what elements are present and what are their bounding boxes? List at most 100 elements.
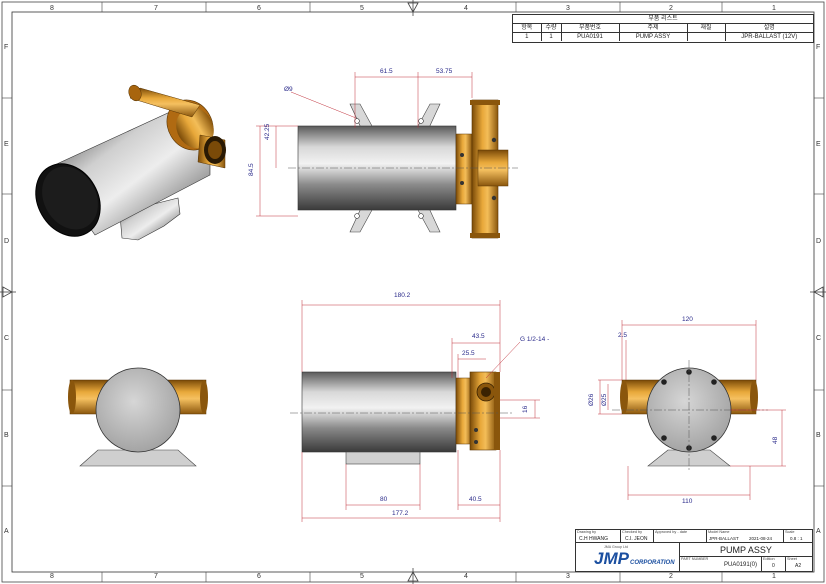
zone-label-top-1: 1 xyxy=(772,5,776,12)
dim-top-42-25: 42.25 xyxy=(264,123,271,140)
zone-label-right-C: C xyxy=(816,335,822,342)
dim-top-61-5: 61.5 xyxy=(380,68,393,75)
zone-label-left-D: D xyxy=(4,238,10,245)
zone-label-right-E: E xyxy=(816,141,821,148)
table-row: 1 1 PUA0191 PUMP ASSY JPR-BALLAST (12V) xyxy=(513,32,813,41)
parts-header-material: 재질 xyxy=(687,24,726,33)
zone-label-bottom-8: 8 xyxy=(50,573,54,580)
parts-header-qty: 수량 xyxy=(541,24,562,33)
dim-side-120: 120 xyxy=(682,316,693,323)
parts-list-header-row: 항목 수량 부품번호 주제 재질 설명 xyxy=(513,24,813,33)
parts-cell-description: JPR-BALLAST (12V) xyxy=(741,34,798,40)
dim-side-dia25: Ø25 xyxy=(601,393,608,406)
dim-side-48: 48 xyxy=(772,436,779,444)
dim-front-16: 16 xyxy=(522,405,529,413)
dim-front-43-5: 43.5 xyxy=(472,333,485,340)
tb-edition-label: Edition xyxy=(763,557,775,561)
zone-label-left-A: A xyxy=(4,528,9,535)
zone-label-bottom-5: 5 xyxy=(360,573,364,580)
zone-label-left-B: B xyxy=(4,432,9,439)
parts-cell-material xyxy=(687,32,726,41)
zone-label-bottom-3: 3 xyxy=(566,573,570,580)
tb-logo-tagline: JMA Group Ltd xyxy=(604,545,628,549)
tb-logo-sub: CORPORATION xyxy=(630,560,675,566)
tb-checked-by-cell: Checked by C.I. JEON xyxy=(621,530,654,543)
zone-label-top-3: 3 xyxy=(566,5,570,12)
right-end-view xyxy=(598,320,786,500)
dim-top-hole: Ø9 xyxy=(284,86,293,93)
zone-label-bottom-4: 4 xyxy=(464,573,468,580)
tb-part-number-label: PART NUMBER xyxy=(681,557,709,561)
title-block: Drawing by C.H HWANG Checked by C.I. JEO… xyxy=(575,529,813,572)
tb-checked-by: C.I. JEON xyxy=(625,536,648,542)
zone-label-right-D: D xyxy=(816,238,822,245)
tb-logo-text: JMP xyxy=(594,549,629,568)
tb-scale-label: Scale xyxy=(785,530,795,534)
tb-approved-cell: Approved by - date xyxy=(654,530,707,543)
tb-sheet: A2 xyxy=(795,563,802,569)
tb-checked-by-label: Checked by xyxy=(622,530,643,534)
tb-part-number-cell: PART NUMBER PUA0191(0) xyxy=(680,557,762,571)
dim-front-thread: G 1/2-14 - xyxy=(520,336,550,343)
parts-cell-part-number: PUA0191 xyxy=(561,32,620,41)
parts-header-subject: 주제 xyxy=(619,24,688,33)
isometric-view xyxy=(35,84,226,241)
left-end-view xyxy=(68,367,208,467)
tb-drawn-by-cell: Drawing by C.H HWANG xyxy=(576,530,621,543)
zone-label-bottom-7: 7 xyxy=(154,573,158,580)
tb-model-cell: Model Name JPR-BALLAST 2021-08-24 xyxy=(707,530,784,543)
zone-label-top-5: 5 xyxy=(360,5,364,12)
tb-sheet-cell: Sheet A2 xyxy=(786,557,812,571)
zone-label-left-C: C xyxy=(4,335,10,342)
tb-scale: 0.8 : 1 xyxy=(790,536,803,541)
parts-cell-item: 1 xyxy=(513,32,542,41)
parts-header-part-number: 부품번호 xyxy=(561,24,620,33)
dim-front-25-5: 25.5 xyxy=(462,350,475,357)
dim-front-177-2: 177.2 xyxy=(392,510,409,517)
tb-logo-cell: JMA Group Ltd JMP CORPORATION xyxy=(576,543,680,571)
zone-label-left-F: F xyxy=(4,44,9,51)
tb-sheet-label: Sheet xyxy=(787,557,797,561)
tb-model: JPR-BALLAST xyxy=(709,536,739,541)
dim-front-80: 80 xyxy=(380,496,388,503)
tb-drawn-by: C.H HWANG xyxy=(579,536,608,542)
parts-cell-qty: 1 xyxy=(541,32,562,41)
zone-label-top-4: 4 xyxy=(464,5,468,12)
zone-label-top-2: 2 xyxy=(669,5,673,12)
parts-list-title: 부품 리스트 xyxy=(513,15,813,24)
tb-date: 2021-08-24 xyxy=(749,536,773,541)
dim-side-dia26: Ø26 xyxy=(588,393,595,406)
zone-label-top-6: 6 xyxy=(257,5,261,12)
zone-label-bottom-6: 6 xyxy=(257,573,261,580)
zone-label-bottom-2: 2 xyxy=(669,573,673,580)
zone-label-bottom-1: 1 xyxy=(772,573,776,580)
tb-part-number: PUA0191(0) xyxy=(724,562,758,568)
dim-side-2-5: 2.5 xyxy=(618,332,628,339)
zone-label-top-7: 7 xyxy=(154,5,158,12)
tb-scale-cell: Scale 0.8 : 1 xyxy=(784,530,812,543)
parts-list-table: 부품 리스트 항목 수량 부품번호 주제 재질 설명 1 1 PUA0191 P… xyxy=(512,14,814,43)
tb-title: PUMP ASSY xyxy=(720,545,772,555)
zone-label-left-E: E xyxy=(4,141,9,148)
dim-front-40-5: 40.5 xyxy=(469,496,482,503)
tb-drawn-by-label: Drawing by xyxy=(577,530,596,534)
zone-label-right-A: A xyxy=(816,528,821,535)
zone-label-right-F: F xyxy=(816,44,821,51)
tb-edition: 0 xyxy=(772,563,775,569)
tb-model-label: Model Name xyxy=(708,530,730,534)
parts-cell-subject: PUMP ASSY xyxy=(619,32,688,41)
dim-top-53-75: 53.75 xyxy=(436,68,453,75)
parts-header-item: 항목 xyxy=(513,24,542,33)
tb-approved-label: Approved by - date xyxy=(655,530,688,534)
dim-top-84-5: 84.5 xyxy=(248,163,255,176)
tb-title-cell: PUMP ASSY xyxy=(680,543,812,557)
front-view xyxy=(290,300,540,522)
dim-side-110: 110 xyxy=(682,498,693,505)
top-view xyxy=(256,72,518,239)
dim-front-180-2: 180.2 xyxy=(394,292,411,299)
tb-edition-cell: Edition 0 xyxy=(762,557,786,571)
zone-label-right-B: B xyxy=(816,432,821,439)
parts-header-description: 설명 xyxy=(725,24,813,33)
